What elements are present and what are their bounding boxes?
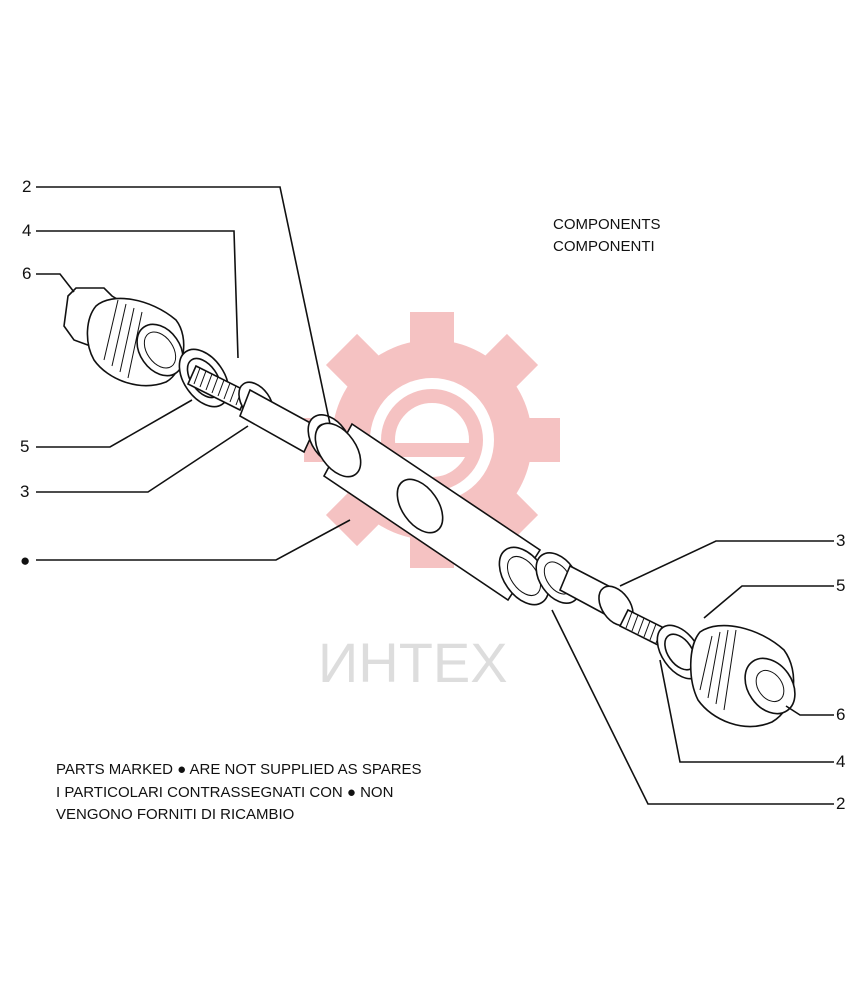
- watermark-text: ИНТЕХ: [318, 631, 508, 694]
- heading-components: COMPONENTS: [553, 216, 661, 233]
- left-end-fitting: [63, 287, 185, 387]
- note-line-3: VENGONO FORNITI DI RICAMBIO: [56, 806, 294, 823]
- left-threaded-rod: [186, 364, 250, 412]
- heading-componenti: COMPONENTI: [553, 238, 655, 255]
- callout-left-2: 2: [22, 177, 31, 196]
- shaft-assembly: [63, 287, 796, 728]
- sleeve-body: [314, 422, 550, 606]
- callout-left-4: 4: [22, 221, 31, 240]
- callout-right-6: 6: [836, 705, 845, 724]
- callout-right-5: 5: [836, 576, 845, 595]
- left-shaft: [239, 388, 318, 454]
- note-line-1: PARTS MARKED ● ARE NOT SUPPLIED AS SPARE…: [56, 761, 422, 778]
- leader-lines: [36, 186, 834, 805]
- callout-left-3: 3: [20, 482, 29, 501]
- note-line-2: I PARTICOLARI CONTRASSEGNATI CON ● NON: [56, 784, 393, 801]
- callout-left-5: 5: [20, 437, 29, 456]
- callout-right-4: 4: [836, 752, 845, 771]
- callout-right-2: 2: [836, 794, 845, 813]
- callout-left-dot: ●: [20, 551, 30, 570]
- callout-labels: 2 4 6 5 3 ● 3 5 6 4 2: [20, 177, 845, 813]
- callout-right-3: 3: [836, 531, 845, 550]
- right-end-fitting: [689, 624, 796, 728]
- callout-left-6: 6: [22, 264, 31, 283]
- spares-note: PARTS MARKED ● ARE NOT SUPPLIED AS SPARE…: [56, 761, 422, 823]
